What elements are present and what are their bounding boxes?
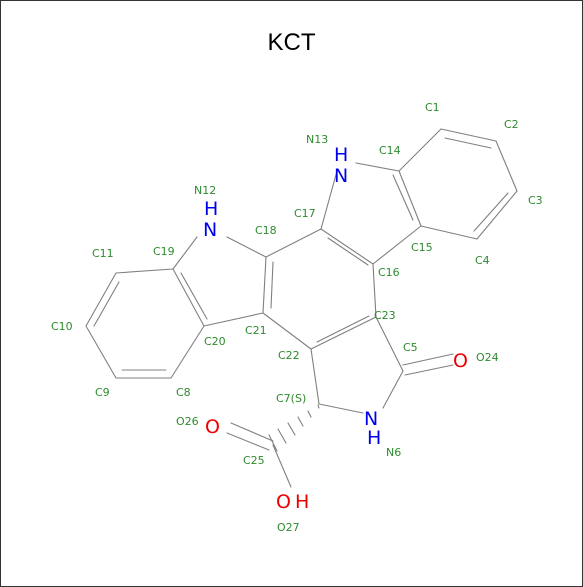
atom-label-c1: C1 bbox=[425, 101, 440, 114]
bond bbox=[320, 228, 374, 265]
bond bbox=[262, 256, 267, 314]
bond bbox=[226, 236, 267, 258]
bond bbox=[355, 162, 400, 172]
bond bbox=[402, 353, 454, 366]
oxygen-symbol: O bbox=[453, 350, 468, 372]
atom-label-o24: O24 bbox=[476, 351, 499, 364]
bond bbox=[115, 268, 174, 274]
bond bbox=[85, 325, 117, 379]
atom-label-c11: C11 bbox=[92, 247, 114, 260]
bond bbox=[297, 416, 304, 427]
bond bbox=[203, 312, 264, 327]
hydrogen-symbol: H bbox=[367, 427, 381, 449]
bond bbox=[476, 190, 518, 240]
nitrogen-symbol: N bbox=[203, 219, 217, 241]
nitrogen-symbol: N bbox=[364, 408, 378, 430]
atom-label-c4: C4 bbox=[475, 254, 490, 267]
bond bbox=[398, 170, 422, 227]
atom-label-c20: C20 bbox=[204, 335, 226, 348]
atom-labels: C1 C2 C3 C4 C5 N6 C7(S) C8 C9 C10 C11 N1… bbox=[51, 101, 543, 534]
bond bbox=[375, 316, 404, 372]
bond bbox=[226, 432, 270, 451]
hydrogen-symbol: H bbox=[334, 144, 348, 166]
oxygen-symbol: O bbox=[276, 491, 291, 513]
atom-label-c9: C9 bbox=[95, 386, 110, 399]
bond bbox=[310, 316, 377, 350]
atom-label-c5: C5 bbox=[403, 341, 418, 354]
atom-label-c15: C15 bbox=[411, 241, 433, 254]
bond bbox=[287, 422, 296, 436]
bond bbox=[230, 422, 274, 442]
bond bbox=[272, 444, 292, 488]
bonds bbox=[85, 128, 518, 488]
atom-label-c17: C17 bbox=[294, 207, 316, 220]
atom-label-c25: C25 bbox=[243, 454, 265, 467]
atom-label-c8: C8 bbox=[176, 386, 191, 399]
bond bbox=[404, 364, 454, 376]
bond bbox=[172, 236, 198, 270]
hydrogen-symbol: H bbox=[295, 491, 309, 513]
bond bbox=[268, 434, 278, 452]
bond bbox=[420, 225, 478, 240]
bond bbox=[320, 170, 338, 230]
bond bbox=[93, 281, 120, 327]
atom-label-o26: O26 bbox=[176, 415, 199, 428]
bond bbox=[473, 192, 509, 232]
bond bbox=[398, 128, 442, 172]
bond bbox=[327, 237, 369, 266]
atom-label-c2: C2 bbox=[504, 118, 519, 131]
bond bbox=[307, 410, 312, 418]
oxygen-symbol: O bbox=[205, 416, 220, 438]
stereo-wedge bbox=[268, 404, 320, 452]
figure-title: KCT bbox=[267, 29, 316, 56]
atom-label-c21: C21 bbox=[245, 324, 267, 337]
atom-label-n12: N12 bbox=[194, 184, 216, 197]
bond bbox=[318, 403, 364, 414]
atom-label-o27: O27 bbox=[277, 521, 300, 534]
bond bbox=[180, 272, 208, 320]
atom-label-c19: C19 bbox=[153, 245, 175, 258]
bond bbox=[85, 272, 117, 327]
atom-label-c14: C14 bbox=[379, 144, 401, 157]
bond bbox=[372, 225, 422, 265]
hydrogen-symbol: H bbox=[204, 198, 218, 220]
atom-label-n6: N6 bbox=[386, 446, 401, 459]
bond bbox=[265, 228, 322, 258]
atom-label-c16: C16 bbox=[378, 266, 400, 279]
bond bbox=[170, 325, 205, 379]
bond bbox=[316, 315, 370, 343]
heteroatom-symbols: N H N H N H O O O H bbox=[203, 144, 468, 513]
bond bbox=[317, 404, 320, 409]
bond bbox=[495, 140, 518, 192]
bond bbox=[262, 312, 312, 350]
atom-label-c3: C3 bbox=[528, 194, 543, 207]
atom-label-c7: C7(S) bbox=[276, 392, 306, 405]
atom-label-n13: N13 bbox=[306, 133, 328, 146]
bond bbox=[172, 268, 205, 327]
bond bbox=[382, 370, 404, 409]
bond bbox=[270, 261, 274, 309]
atom-label-c23: C23 bbox=[374, 309, 396, 322]
bond bbox=[444, 137, 492, 149]
atom-label-c10: C10 bbox=[51, 320, 73, 333]
bond bbox=[440, 128, 497, 142]
nitrogen-symbol: N bbox=[334, 165, 348, 187]
bond bbox=[372, 263, 377, 318]
atom-label-c18: C18 bbox=[255, 224, 277, 237]
bond bbox=[392, 174, 414, 221]
bond bbox=[310, 348, 320, 405]
atom-label-c22: C22 bbox=[278, 349, 300, 362]
bond bbox=[277, 428, 287, 444]
